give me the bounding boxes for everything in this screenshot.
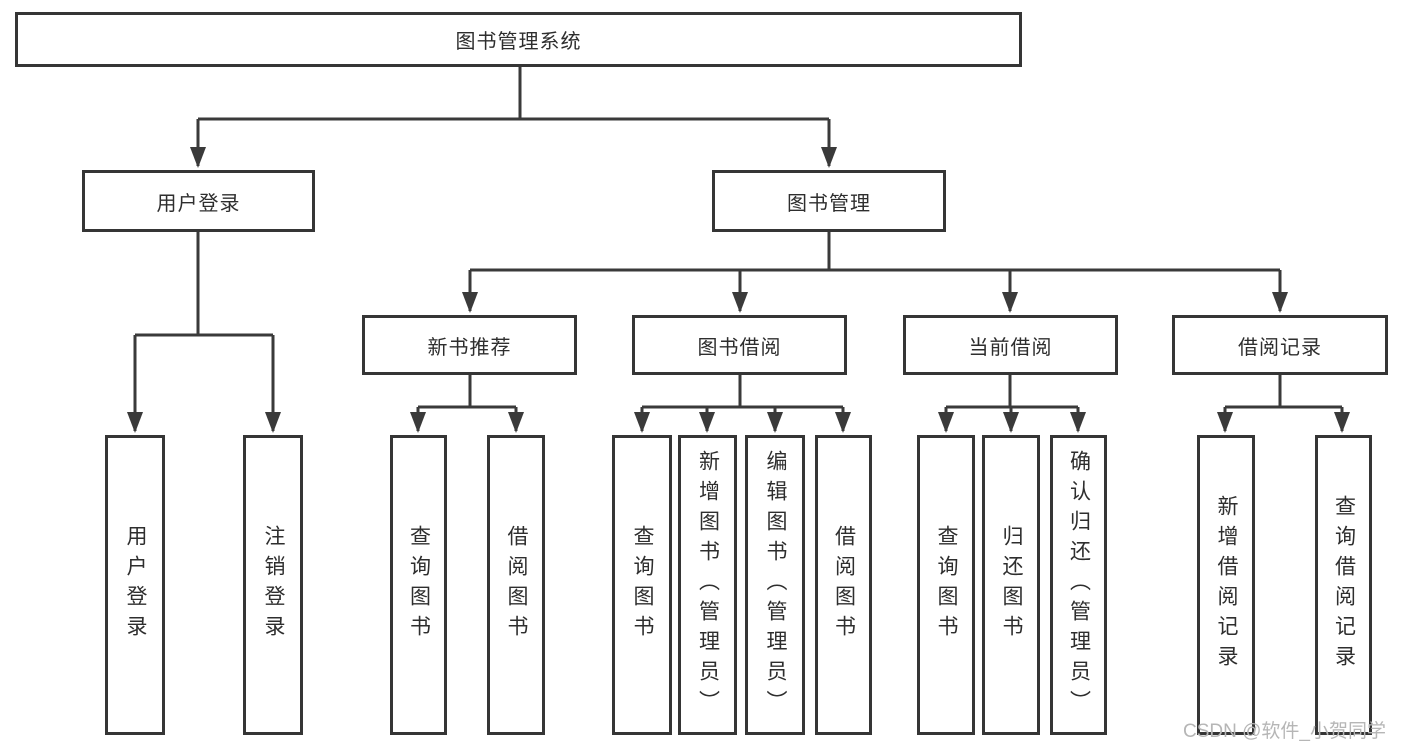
node-label: 用户登录 xyxy=(156,192,241,215)
leaf-label: 注销登录 xyxy=(262,525,285,645)
node-borrow-records: 借阅记录 xyxy=(1172,315,1388,375)
node-label: 图书借阅 xyxy=(697,336,782,359)
node-book-borrow: 图书借阅 xyxy=(632,315,847,375)
leaf-label: 编辑图书（管理员） xyxy=(764,450,787,720)
leaf-query-borrow-record: 查询借阅记录 xyxy=(1315,435,1372,735)
tree-edges xyxy=(133,66,1344,431)
leaf-confirm-return-admin: 确认归还（管理员） xyxy=(1050,435,1107,735)
node-book-management: 图书管理 xyxy=(712,170,946,232)
leaf-edit-books-admin: 编辑图书（管理员） xyxy=(745,435,805,735)
node-label: 当前借阅 xyxy=(968,336,1053,359)
node-new-book-recommend: 新书推荐 xyxy=(362,315,577,375)
leaf-label: 归还图书 xyxy=(1000,525,1023,645)
node-user-login: 用户登录 xyxy=(82,170,315,232)
leaf-label: 用户登录 xyxy=(124,525,147,645)
node-label: 新书推荐 xyxy=(427,336,512,359)
leaf-logout: 注销登录 xyxy=(243,435,303,735)
leaf-user-login: 用户登录 xyxy=(105,435,165,735)
leaf-query-books-recommend: 查询图书 xyxy=(390,435,447,735)
leaf-query-books-current: 查询图书 xyxy=(917,435,975,735)
csdn-watermark: CSDN @软件_小贺同学 xyxy=(1183,721,1386,742)
node-label: 借阅记录 xyxy=(1238,336,1322,359)
leaf-label: 查询图书 xyxy=(935,525,958,645)
node-current-borrow: 当前借阅 xyxy=(903,315,1118,375)
node-library-management-system: 图书管理系统 xyxy=(15,12,1022,67)
leaf-borrow-books-recommend: 借阅图书 xyxy=(487,435,545,735)
leaf-add-books-admin: 新增图书（管理员） xyxy=(678,435,737,735)
leaf-label: 新增图书（管理员） xyxy=(696,450,720,720)
leaf-label: 借阅图书 xyxy=(832,525,856,645)
leaf-label: 新增借阅记录 xyxy=(1215,495,1238,675)
leaf-label: 借阅图书 xyxy=(505,525,528,645)
leaf-add-borrow-record: 新增借阅记录 xyxy=(1197,435,1255,735)
leaf-query-books-borrow: 查询图书 xyxy=(612,435,672,735)
leaf-label: 查询图书 xyxy=(407,525,431,645)
node-label: 图书管理 xyxy=(787,192,871,215)
leaf-label: 确认归还（管理员） xyxy=(1067,450,1091,720)
leaf-return-books: 归还图书 xyxy=(982,435,1040,735)
leaf-label: 查询图书 xyxy=(631,525,654,645)
leaf-borrow-books: 借阅图书 xyxy=(815,435,872,735)
leaf-label: 查询借阅记录 xyxy=(1332,495,1356,675)
node-label: 图书管理系统 xyxy=(455,31,582,53)
